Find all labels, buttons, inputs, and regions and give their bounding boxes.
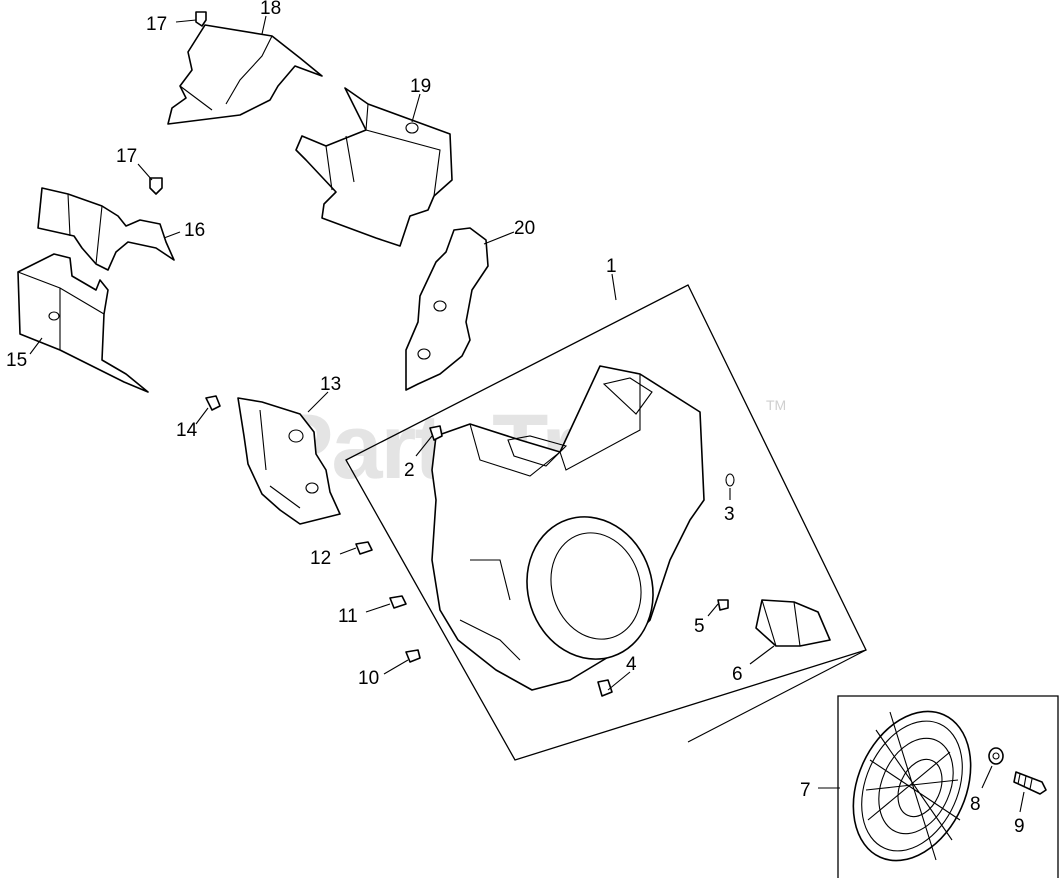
callout-1: 1 xyxy=(606,256,617,277)
callout-17b: 17 xyxy=(116,146,137,167)
callout-19: 19 xyxy=(410,76,431,97)
callout-18: 18 xyxy=(260,0,281,19)
callout-3: 3 xyxy=(724,504,735,525)
callout-20: 20 xyxy=(514,218,535,239)
part-9-screw xyxy=(1013,771,1047,795)
part-7-fan-screen xyxy=(852,710,972,862)
callout-4: 4 xyxy=(626,654,637,675)
leader-lines xyxy=(29,15,1025,813)
part-15-shroud xyxy=(17,253,149,393)
part-4-nut xyxy=(597,679,613,697)
part-10-screw xyxy=(405,649,421,663)
callout-8: 8 xyxy=(970,794,981,815)
callout-17a: 17 xyxy=(146,14,167,35)
callout-9: 9 xyxy=(1014,816,1025,837)
callout-15: 15 xyxy=(6,350,27,371)
part-14-screw xyxy=(205,395,221,411)
part-17-screw-a xyxy=(195,11,207,27)
callout-13: 13 xyxy=(320,374,341,395)
part-2-clip xyxy=(429,425,443,441)
watermark-trademark: TM xyxy=(766,397,786,413)
part-19-cover xyxy=(295,87,453,247)
part-12-screw xyxy=(355,541,373,555)
callout-6: 6 xyxy=(732,664,743,685)
callout-labels: 17 18 19 17 16 20 1 15 14 13 2 3 12 11 1… xyxy=(6,0,1025,837)
callout-16: 16 xyxy=(184,220,205,241)
part-5-screw xyxy=(717,599,729,611)
part-1-blower-housing xyxy=(431,365,705,691)
callout-10: 10 xyxy=(358,668,379,689)
part-20-side-bracket xyxy=(405,227,489,391)
small-hardware xyxy=(149,11,735,697)
part-6-duct xyxy=(755,599,831,647)
part-18-baffle xyxy=(167,24,323,125)
callout-11: 11 xyxy=(338,606,358,627)
part-16-bracket xyxy=(37,187,175,271)
callout-14: 14 xyxy=(176,420,198,441)
callout-2: 2 xyxy=(404,460,415,481)
part-13-plate xyxy=(237,397,341,525)
fan-screen-frame xyxy=(837,695,1059,878)
callout-12: 12 xyxy=(310,548,331,569)
part-17-screw-b xyxy=(149,177,163,195)
part-8-washer xyxy=(988,747,1004,765)
part-11-screw xyxy=(389,595,407,609)
callout-7: 7 xyxy=(800,780,811,801)
callout-5: 5 xyxy=(694,616,705,637)
part-3-o-ring xyxy=(725,473,735,487)
